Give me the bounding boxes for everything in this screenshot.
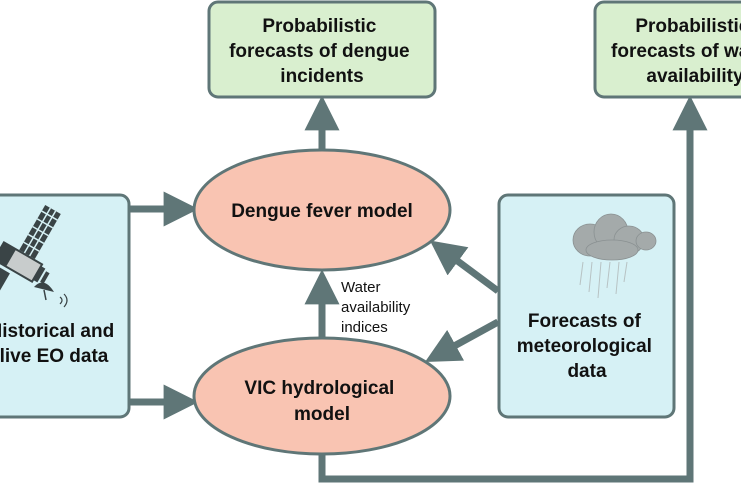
meteo-data-box: Forecasts of meteorological data [497,193,676,419]
rain-cloud-icon [572,213,657,299]
dengue-model-node: Dengue fever model [192,148,452,272]
dengue-forecast-line3: incidents [280,66,363,87]
svg-text:Probabilistic forecasts: Probabilistic forecasts of dengue incide… [229,16,415,87]
eo-data-line2: live EO data [0,346,109,367]
svg-text:Forecasts of meteorologi: Forecasts of meteorological data [517,311,657,382]
meteo-data-line2: meteorological [517,336,652,357]
water-indices-line1: Water [341,279,380,296]
water-indices-line2: availability [341,299,411,316]
meteo-data-line3: data [567,361,607,382]
dengue-forecast-line1: Probabilistic [262,16,376,37]
arrow-vic-to-water-output [318,95,708,483]
water-indices-line3: indices [341,319,388,336]
water-forecast-line2: forecasts of water [611,41,741,62]
svg-text:Dengue fever model: Dengue fever model [231,201,413,222]
dengue-model-label: Dengue fever model [231,201,413,222]
water-forecast-line3: availability [646,66,741,87]
eo-data-box: Historical and live EO data [0,193,131,419]
svg-text:Probabilistic forecasts: Probabilistic forecasts of water availab… [611,16,741,87]
dengue-forecast-box: Probabilistic forecasts of dengue incide… [207,0,437,99]
water-forecast-line1: Probabilistic [635,16,741,37]
arrow-meteo-to-dengue [429,240,501,294]
svg-text:VIC hydrological model: VIC hydrological model [244,378,399,425]
vic-model-line2: model [294,404,350,425]
dengue-forecast-line2: forecasts of dengue [229,41,410,62]
vic-model-node: VIC hydrological model [192,336,452,456]
meteo-data-line1: Forecasts of [528,311,642,332]
satellite-icon [0,204,68,308]
vic-model-line1: VIC hydrological [244,378,394,399]
eo-data-line1: Historical and [0,321,114,342]
svg-text:Historical and live EO d: Historical and live EO data [0,321,119,367]
water-forecast-box: Probabilistic forecasts of water availab… [593,0,741,99]
arrow-meteo-to-vic [424,318,500,363]
water-indices-label: Water availability indices [341,279,414,336]
